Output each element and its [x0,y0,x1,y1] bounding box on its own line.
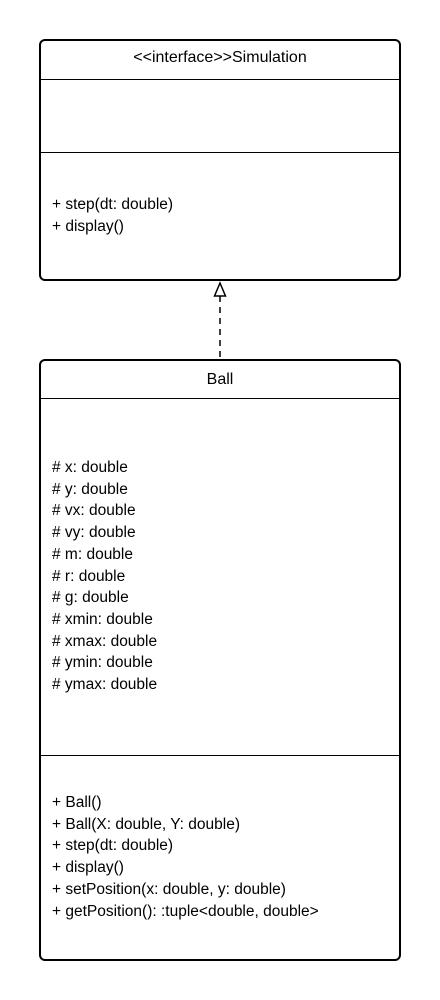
simulation-class-name: <<interface>>Simulation [133,49,307,66]
ball-attribute: # m: double [52,545,133,563]
simulation-method: + display() [52,217,124,235]
simulation-method: + step(dt: double) [52,196,174,213]
ball-method: + Ball() [52,794,102,811]
simulation-attributes-divider [41,152,399,153]
ball-class-box[interactable]: Ball # x: double # y: double # vx: doubl… [39,359,401,961]
ball-attribute: # g: double [52,589,129,607]
simulation-interface-box[interactable]: <<interface>>Simulation + step(dt: doubl… [39,39,401,281]
ball-attribute: # r: double [52,567,126,585]
ball-attribute: # xmax: double [52,632,158,650]
ball-attribute: # vx: double [52,502,136,520]
ball-attribute: # ymax: double [52,676,158,694]
ball-attribute: # vy: double [52,524,136,542]
ball-attributes-divider [41,755,399,756]
ball-method: + getPosition(): :tuple<double, double> [52,902,319,920]
simulation-name-divider [41,79,399,80]
ball-attribute: # xmin: double [52,610,153,628]
ball-attributes-compartment: # x: double # y: double # vx: double # v… [52,457,157,696]
ball-name-divider [41,398,399,399]
realization-arrowhead [213,281,227,297]
ball-method: + step(dt: double) [52,837,174,855]
ball-attribute: # y: double [52,480,128,498]
ball-methods-compartment: + Ball() + Ball(X: double, Y: double) + … [52,792,319,922]
ball-attribute: # ymin: double [52,654,153,672]
ball-method: + display() [52,859,124,877]
ball-method: + Ball(X: double, Y: double) [52,815,240,833]
ball-method: + setPosition(x: double, y: double) [52,880,286,898]
simulation-methods-compartment: + step(dt: double) + display() [52,194,173,237]
ball-attribute: # x: double [52,459,128,476]
ball-class-name: Ball [206,371,234,388]
